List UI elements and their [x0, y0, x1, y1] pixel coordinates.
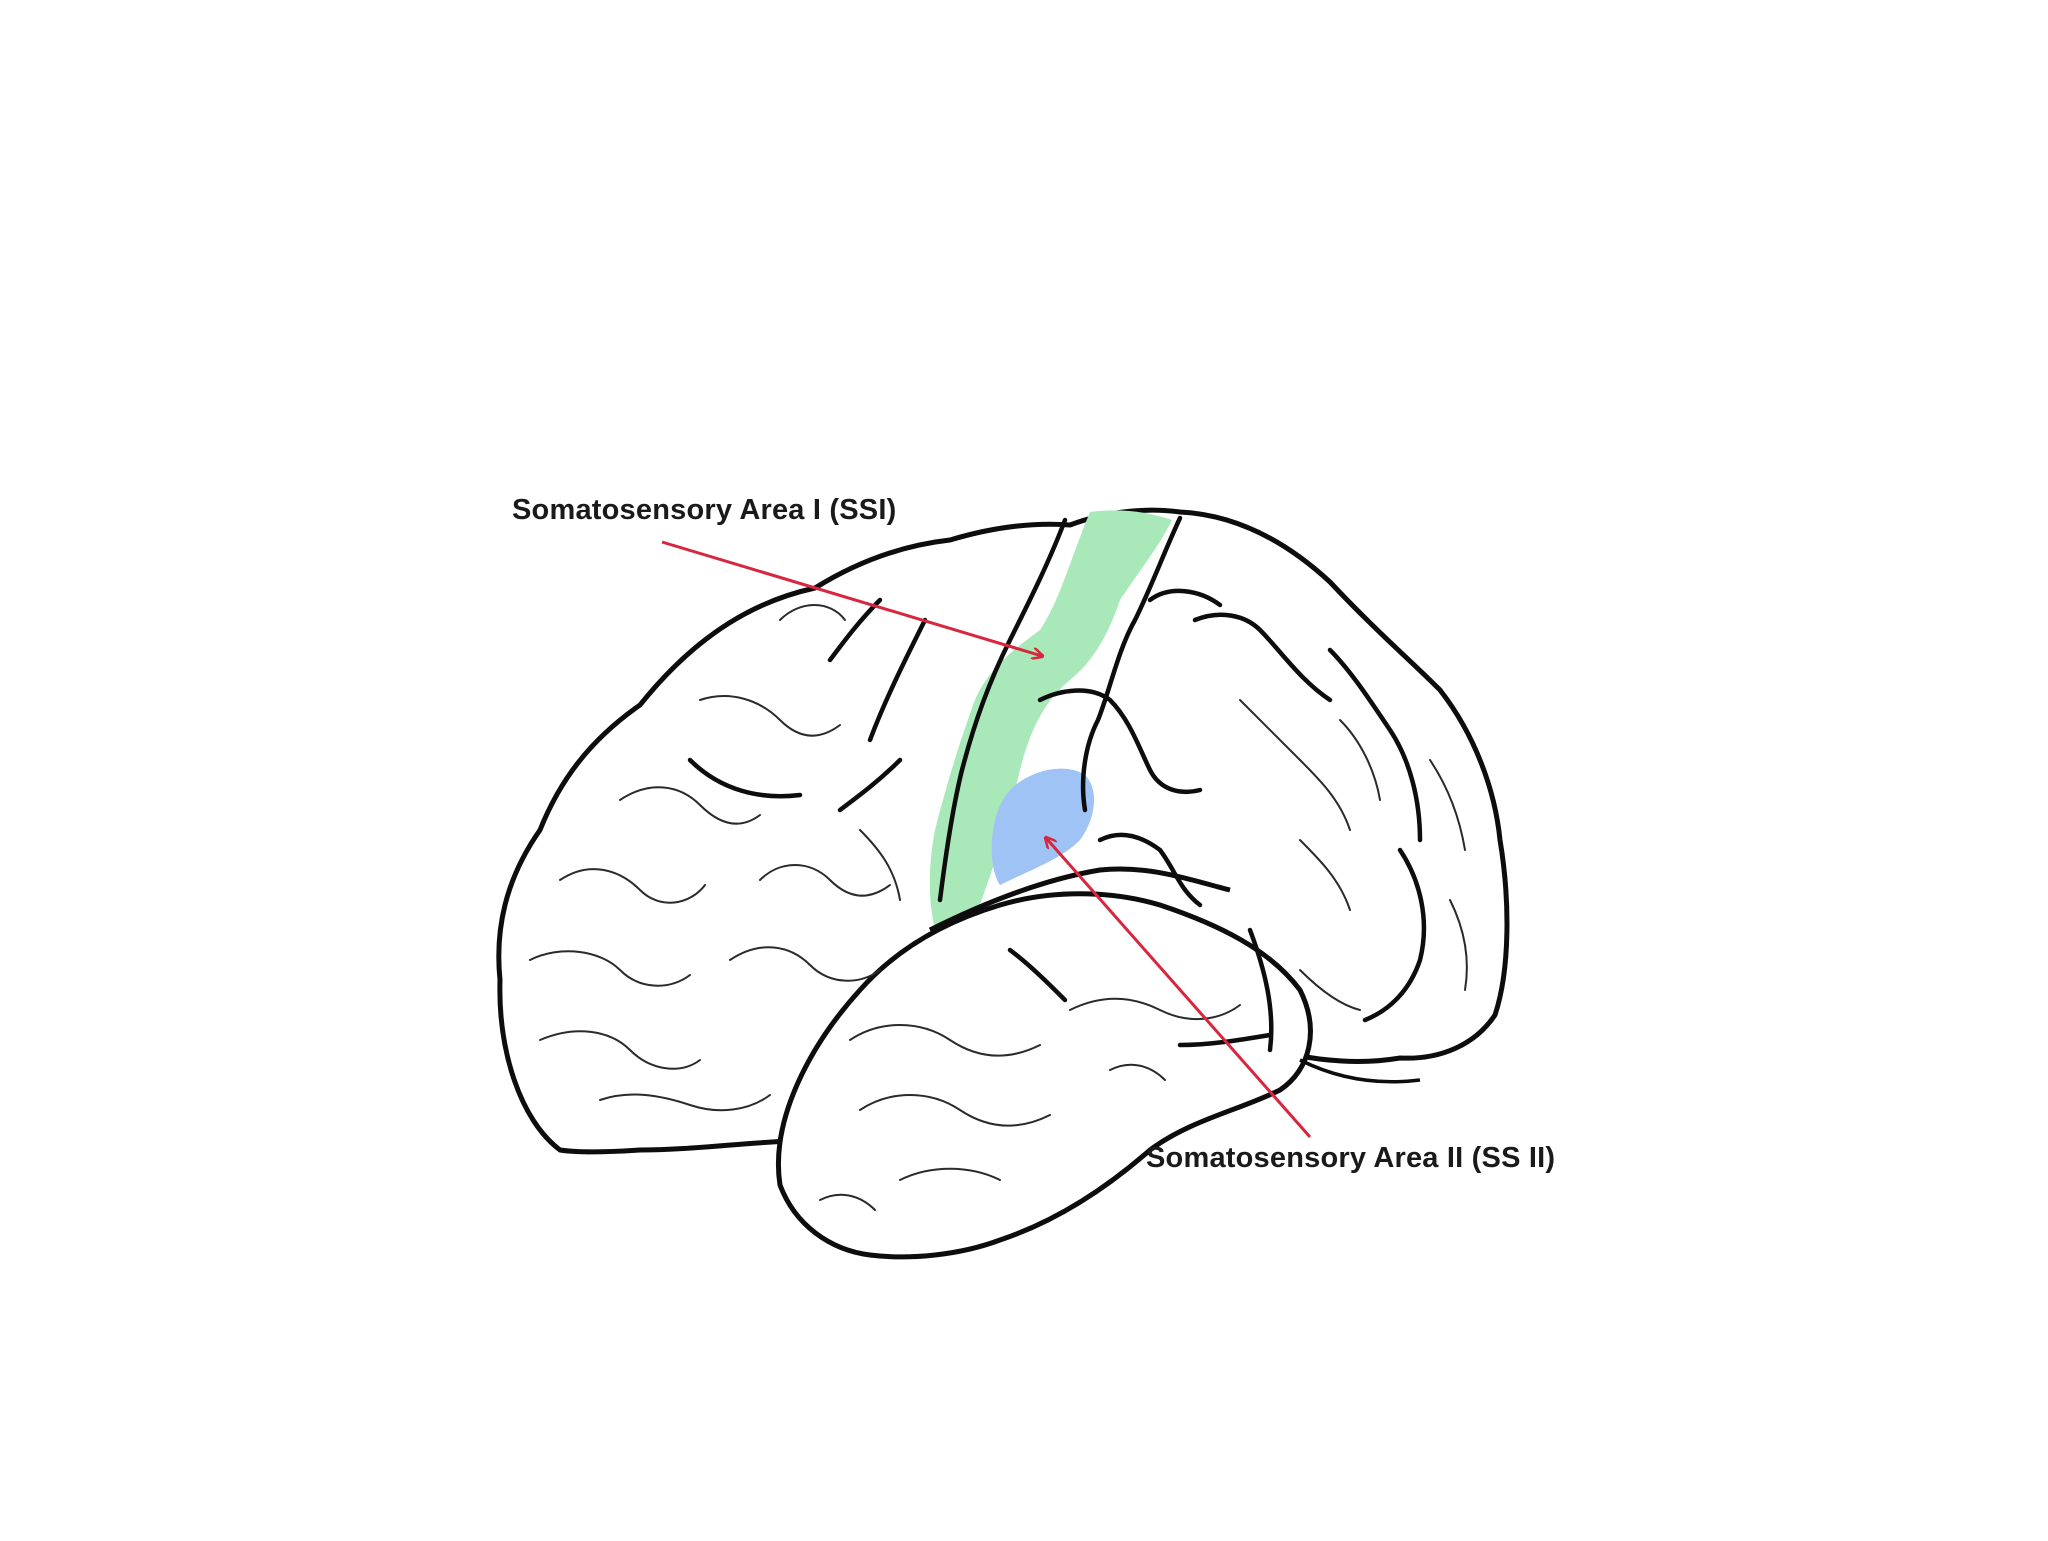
label-somatosensory-area-two: Somatosensory Area II (SS II): [1146, 1142, 1555, 1175]
label-somatosensory-area-one: Somatosensory Area I (SSI): [512, 494, 896, 527]
